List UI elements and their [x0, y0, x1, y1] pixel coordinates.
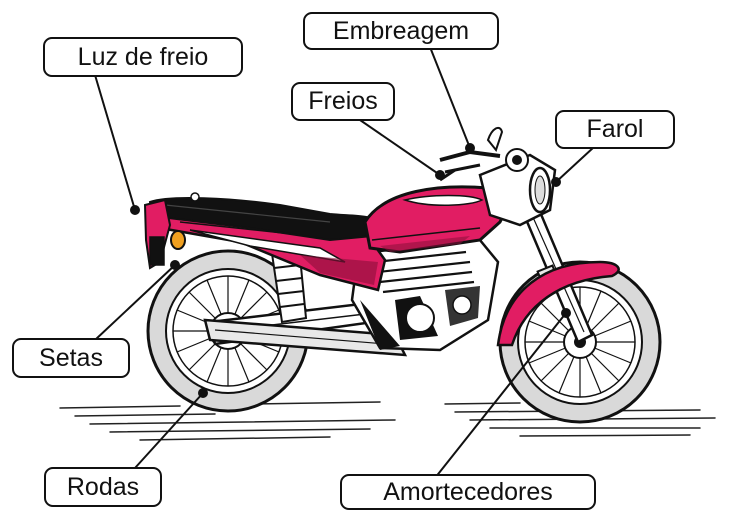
label-setas: Setas	[12, 338, 130, 378]
label-amortecedores: Amortecedores	[340, 474, 596, 510]
fuel-tank	[363, 185, 507, 254]
label-freios: Freios	[291, 82, 395, 121]
label-luz-de-freio: Luz de freio	[43, 37, 243, 77]
exhaust-pipe	[203, 318, 408, 357]
label-rodas: Rodas	[44, 467, 162, 507]
headlight-assembly	[478, 148, 557, 227]
tail-section	[143, 192, 200, 270]
label-embreagem: Embreagem	[303, 12, 499, 50]
front-fender	[496, 260, 620, 347]
label-farol: Farol	[555, 110, 675, 149]
rear-indicator-light	[170, 230, 186, 250]
callout-lines	[94, 46, 595, 479]
